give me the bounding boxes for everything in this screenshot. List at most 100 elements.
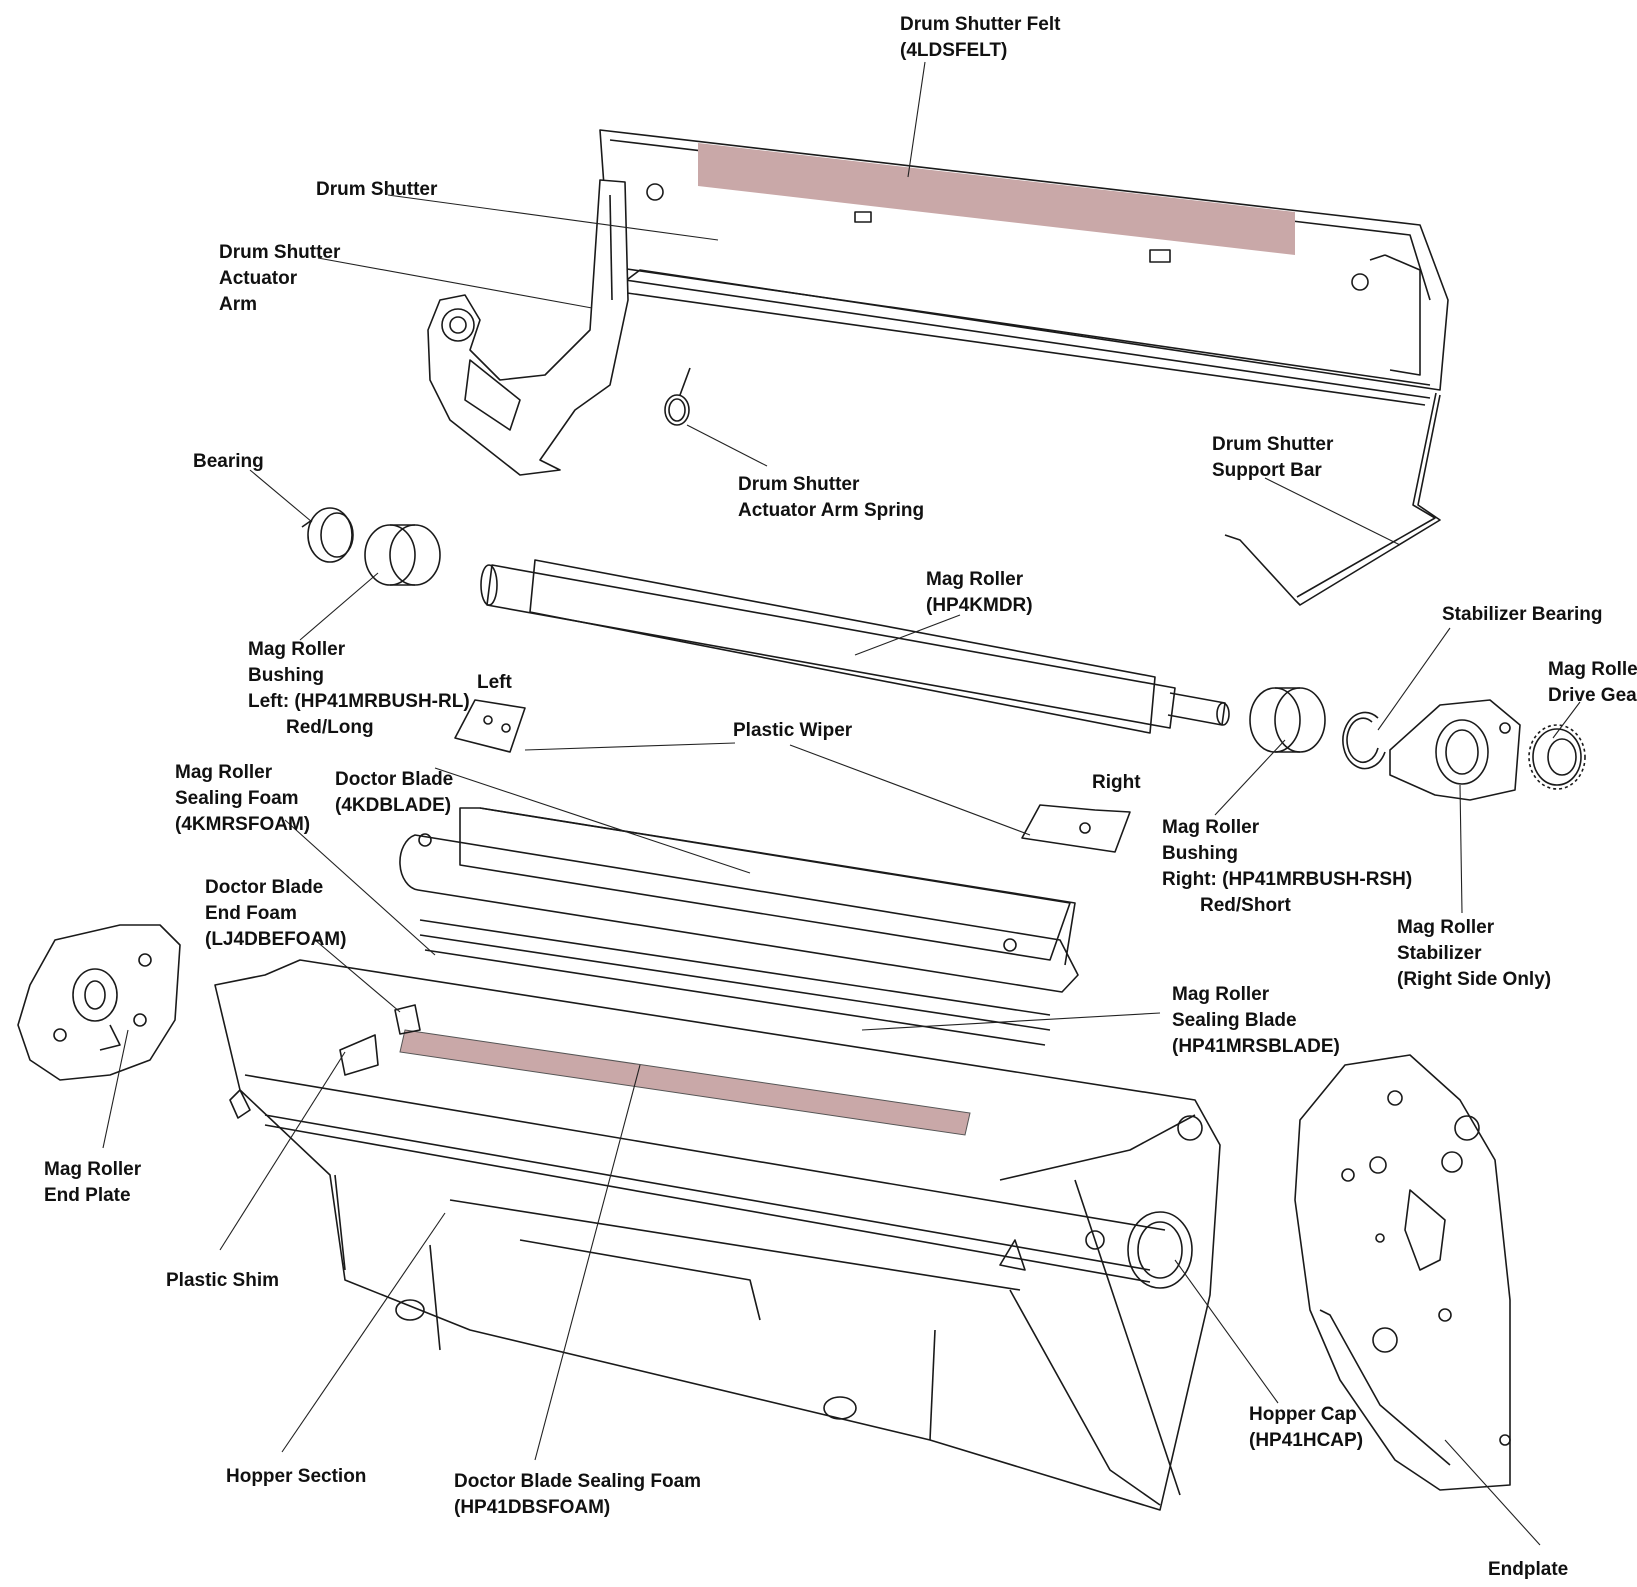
leader-sealing-foam [284,819,436,956]
label-line: Endplate [1488,1559,1568,1580]
drum-shutter-support-bar-part [1224,392,1441,606]
label-line: Right [1092,772,1141,793]
mag-roller-stabilizer-part [1389,699,1521,801]
label-line: Left: (HP41MRBUSH-RL) [248,691,470,712]
label-hopper-section: Hopper Section [226,1466,366,1487]
label-line: Red/Short [1200,895,1291,916]
leader-drive-gear [1552,701,1581,739]
mag-roller-sealing-blade-part [419,919,1051,1046]
mag-roller-part [480,559,1230,734]
label-endplate: Endplate [1488,1559,1568,1580]
label-line: (4KDBLADE) [335,795,451,816]
leader-drum-shutter [387,194,719,241]
bearing-part [301,507,354,563]
label-doctor-blade-sealing-foam: Doctor Blade Sealing Foam (HP41DBSFOAM) [454,1471,701,1518]
label-line: (LJ4DBEFOAM) [205,929,346,950]
label-line: Right: (HP41MRBUSH-RSH) [1162,869,1412,890]
label-line: Doctor Blade [335,769,453,790]
leader-end-plate [102,1029,129,1149]
label-line: (4KMRSFOAM) [175,814,310,835]
leader-bushing-right [1214,739,1286,816]
leader-hopper-section [281,1212,446,1453]
label-line: Drum Shutter [1212,434,1334,455]
leader-support-bar [1264,477,1401,546]
doctor-blade-part [399,807,1079,993]
label-line: Mag Roller [248,639,346,660]
label-left: Left [477,672,513,693]
leader-wiper-right [789,744,1031,836]
label-stabilizer-bearing: Stabilizer Bearing [1442,604,1603,625]
label-line: (HP41HCAP) [1249,1430,1363,1451]
label-line: Sealing Blade [1172,1010,1297,1031]
label-line: Drum Shutter [316,179,438,200]
leader-doctor-blade [434,767,751,874]
leader-endplate [1444,1439,1541,1546]
label-line: Support Bar [1212,460,1322,481]
label-line: Drum Shutter [219,242,341,263]
leader-wiper-left [524,742,736,751]
leader-bearing [249,469,313,523]
label-line: Mag Roller [1548,659,1637,680]
label-line: Mag Roller [1162,817,1260,838]
part-labels: Drum Shutter Felt(4LDSFELT) Drum Shutter… [44,14,1637,1580]
mag-roller-bushing-right-part [1249,687,1326,753]
drum-shutter-actuator-arm-part [427,179,664,476]
label-bearing: Bearing [193,451,264,472]
leader-lines [102,61,1581,1546]
label-line: Actuator [219,268,298,289]
label-line: Mag Roller [44,1159,142,1180]
label-line: Hopper Section [226,1466,366,1487]
label-line: Stabilizer Bearing [1442,604,1603,625]
plastic-shim-part [339,1034,379,1076]
plastic-wiper-left-part [454,699,526,753]
label-line: Arm [219,294,257,315]
doctor-blade-end-foam-part [394,1004,421,1035]
label-line: Drive Gear [1548,685,1637,706]
mag-roller-drive-gear-part [1528,724,1586,790]
label-line: End Plate [44,1185,131,1206]
label-mag-roller: Mag Roller (HP4KMDR) [926,569,1033,616]
label-line: Plastic Wiper [733,720,853,741]
label-plastic-shim: Plastic Shim [166,1270,279,1291]
leader-hopper-cap [1174,1259,1279,1404]
leader-bushing-left [299,572,379,641]
mag-roller-end-plate-part [17,924,181,1081]
label-plastic-wiper: Plastic Wiper [733,720,853,741]
label-line: (HP41DBSFOAM) [454,1497,610,1518]
label-line: Plastic Shim [166,1270,279,1291]
label-line: (HP4KMDR) [926,595,1033,616]
label-line: Mag Roller [175,762,273,783]
leader-actuator-arm [317,257,593,309]
drum-shutter-actuator-arm-spring-part [664,367,691,426]
label-line: Mag Roller [1397,917,1495,938]
label-right: Right [1092,772,1141,793]
label-line: Doctor Blade [205,877,323,898]
label-line: Doctor Blade Sealing Foam [454,1471,701,1492]
label-line: (Right Side Only) [1397,969,1551,990]
label-drum-shutter-felt: Drum Shutter Felt(4LDSFELT) [900,14,1061,61]
label-doctor-blade: Doctor Blade (4KDBLADE) [335,769,453,816]
label-line: Mag Roller [926,569,1024,590]
label-line: Actuator Arm Spring [738,500,924,521]
leader-mag-roller [854,614,961,656]
label-line: Hopper Cap [1249,1404,1357,1425]
label-line: Red/Long [286,717,374,738]
label-line: Bearing [193,451,264,472]
label-line: Sealing Foam [175,788,299,809]
label-line: Bushing [248,665,324,686]
leader-plastic-shim [219,1051,346,1251]
leader-drum-shutter-felt [907,61,926,178]
mag-roller-bushing-left-part [364,524,441,586]
label-line: Bushing [1162,843,1238,864]
label-line: Drum Shutter Felt [900,14,1061,35]
